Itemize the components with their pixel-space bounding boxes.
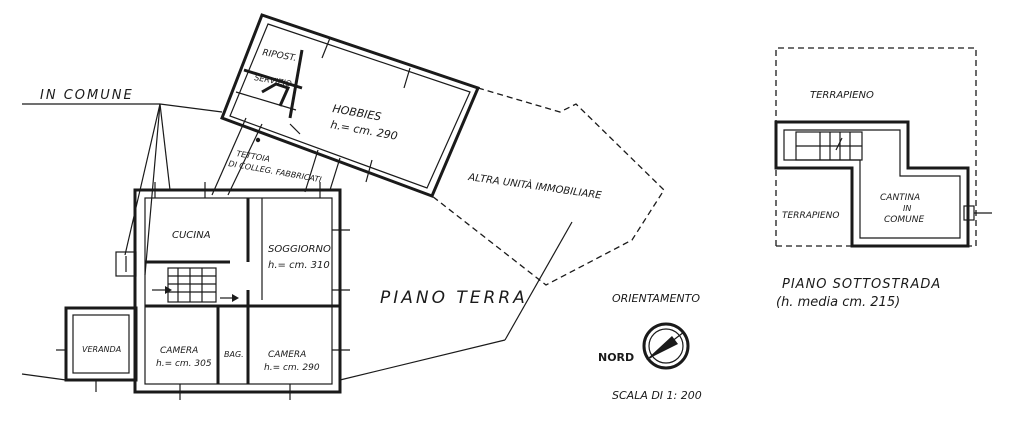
cantina-label: CANTINA	[880, 193, 920, 203]
orientamento-label: ORIENTAMENTO	[612, 292, 700, 305]
cucina-label: CUCINA	[172, 230, 211, 241]
ripost-label: RIPOST.	[261, 48, 297, 64]
veranda: VERANDA	[56, 306, 138, 392]
soggiorno-height: h.= cm. 310	[268, 260, 330, 271]
piano-terra-label: PIANO TERRA	[380, 288, 528, 308]
main-building: CUCINA SOGGIORNO h.= cm. 310 CAMERA h.= …	[115, 182, 350, 400]
nord-label: NORD	[598, 351, 634, 364]
soggiorno-label: SOGGIORNO	[268, 244, 331, 255]
cantina-in-label: IN	[903, 204, 911, 213]
orientation-compass: ORIENTAMENTO NORD	[598, 292, 700, 370]
camera-right-height: h.= cm. 290	[264, 363, 320, 373]
bag-label: BAG.	[224, 350, 244, 359]
camera-left-label: CAMERA	[160, 346, 198, 356]
veranda-label: VERANDA	[82, 345, 121, 354]
tettoia-connector: TETTOIA DI COLLEG. FABBRICATI	[211, 117, 341, 196]
cantina-comune-label: COMUNE	[884, 215, 924, 225]
camera-right-label: CAMERA	[268, 350, 306, 360]
terrapieno-top-label: TERRAPIENO	[810, 90, 874, 101]
north-arrow-icon	[646, 336, 678, 360]
terrapieno-left-label: TERRAPIENO	[782, 211, 839, 221]
tettoia-sublabel: DI COLLEG. FABBRICATI	[228, 159, 323, 184]
hobbies-height: h.= cm. 290	[329, 118, 398, 143]
altra-unita-label: ALTRA UNITÀ IMMOBILIARE	[467, 170, 603, 202]
basement-plan: TERRAPIENO TERRAPIENO CANTINA IN COMUNE	[774, 47, 992, 248]
altezza-media-label: (h. media cm. 215)	[776, 295, 900, 310]
camera-left-height: h.= cm. 305	[156, 359, 212, 369]
in-comune-callout: IN COMUNE	[22, 88, 223, 276]
scale-label: SCALA DI 1: 200	[612, 389, 702, 402]
in-comune-label: IN COMUNE	[40, 88, 134, 103]
piano-sottostrada-label: PIANO SOTTOSTRADA	[782, 277, 941, 292]
